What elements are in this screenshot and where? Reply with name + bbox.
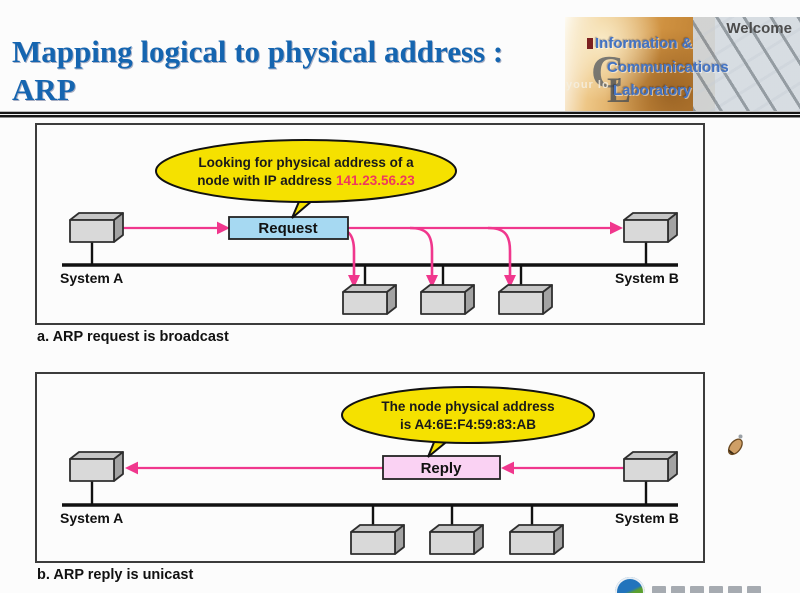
- arrowhead: [426, 275, 438, 288]
- arrowhead: [504, 275, 516, 288]
- bubble-text-line1: The node physical address: [381, 399, 554, 414]
- computer-system-a: [69, 451, 124, 482]
- computer-node-1: [342, 284, 397, 315]
- arrowhead: [348, 275, 360, 288]
- footer-logo-partial: [612, 576, 782, 593]
- logo-line-information: Information &: [595, 35, 693, 52]
- arrowhead: [610, 221, 623, 235]
- bubble-text-line1: Looking for physical address of a: [198, 155, 414, 170]
- computer-node-2: [429, 524, 484, 555]
- reply-label: Reply: [421, 460, 463, 477]
- computer-system-a: [69, 212, 124, 243]
- globe-icon: [615, 577, 645, 593]
- keyboard-image: [693, 17, 800, 112]
- caption-b: b. ARP reply is unicast: [37, 567, 194, 583]
- speech-bubble: [155, 139, 457, 203]
- arrowhead: [217, 221, 230, 235]
- request-packet: [228, 216, 349, 240]
- logo-accent-block: [587, 38, 593, 49]
- welcome-text: Welcome: [726, 20, 792, 37]
- logo-tagline: your lo: [566, 79, 610, 91]
- system-b-label: System B: [615, 510, 679, 526]
- reply-packet: [382, 455, 501, 480]
- broadcast-drop-2: [409, 226, 434, 275]
- diagram-arp-reply: Reply The node physical address is A4:6E…: [35, 372, 705, 563]
- system-a-label: System A: [60, 270, 123, 286]
- system-a-label: System A: [60, 510, 123, 526]
- logo-photo-background: [565, 17, 715, 112]
- system-b-label: System B: [615, 270, 679, 286]
- diagram-arp-request: Request Looking for physical address of …: [35, 123, 705, 325]
- logo-monogram-c: C: [591, 46, 625, 97]
- computer-system-b: [623, 451, 678, 482]
- speech-bubble: [341, 386, 595, 444]
- logo-monogram-l: L: [607, 70, 632, 110]
- header-divider: [0, 111, 800, 118]
- lab-logo: C L your lo Information & Communications…: [565, 17, 800, 112]
- arrowhead: [125, 461, 138, 475]
- pen-cursor-icon: [727, 434, 743, 456]
- page-title: Mapping logical to physical address : AR…: [12, 33, 504, 107]
- ip-address: 141.23.56.23: [336, 173, 415, 188]
- request-label: Request: [258, 220, 317, 237]
- caption-a: a. ARP request is broadcast: [37, 329, 229, 345]
- computer-system-b: [623, 212, 678, 243]
- computer-node-3: [498, 284, 553, 315]
- broadcast-drop-3: [487, 226, 512, 275]
- computer-node-3: [509, 524, 564, 555]
- bubble-text-line2: is A4:6E:F4:59:83:AB: [400, 417, 536, 432]
- logo-line-communications: Communications: [607, 59, 729, 76]
- computer-node-1: [350, 524, 405, 555]
- computer-node-2: [420, 284, 475, 315]
- arrowhead: [501, 461, 514, 475]
- logo-line-laboratory: Laboratory: [613, 82, 692, 99]
